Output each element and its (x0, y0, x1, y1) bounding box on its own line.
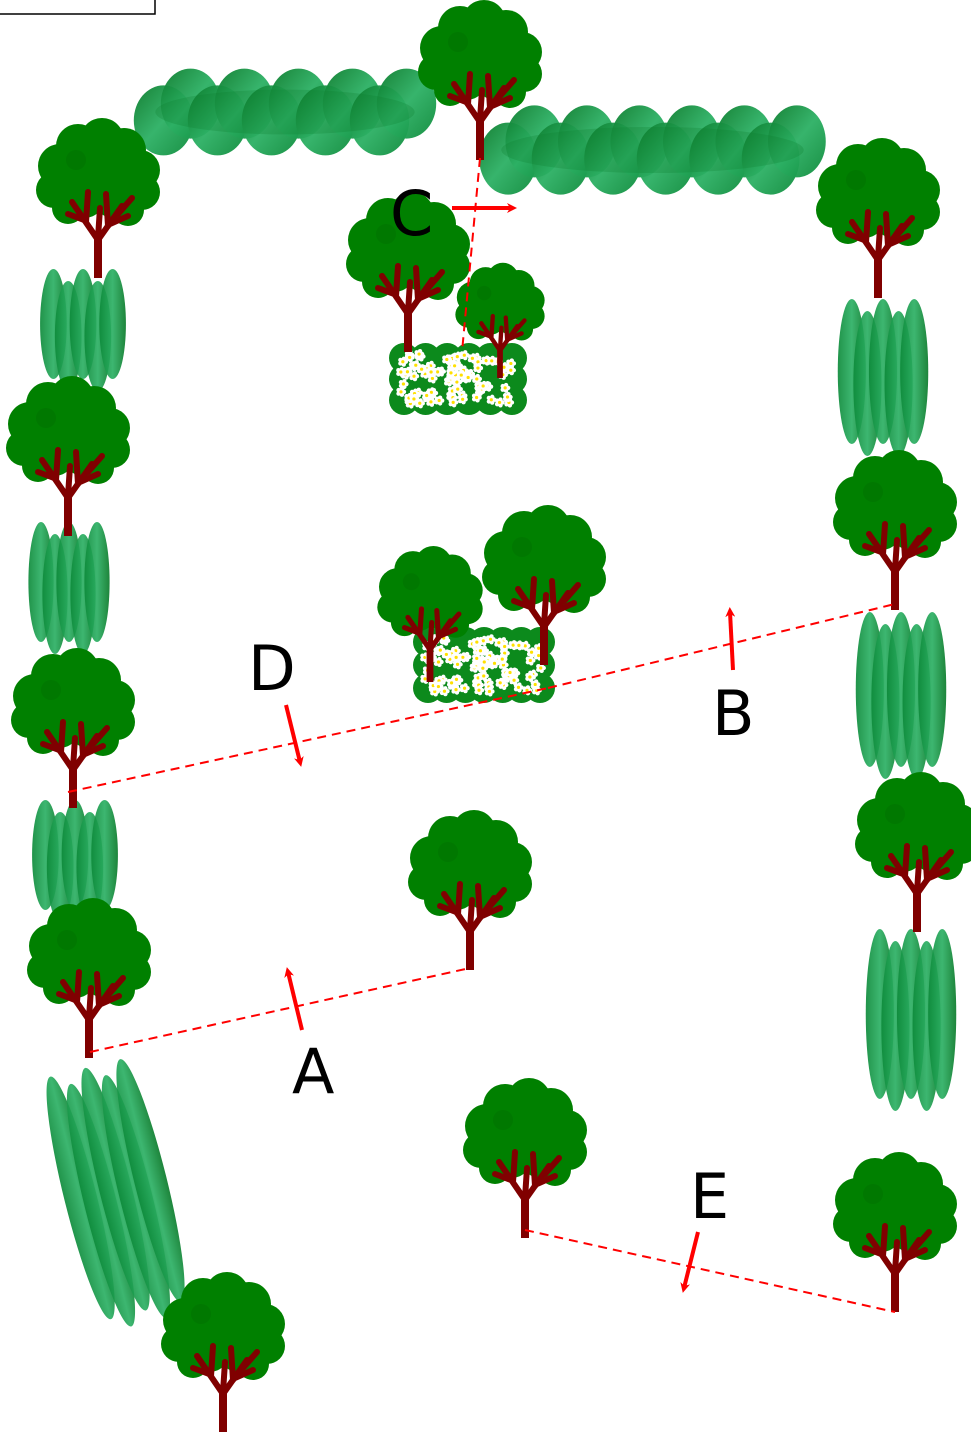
hedge-top-left (133, 68, 437, 156)
arrow-b (725, 607, 736, 671)
hedge-left-2 (28, 522, 110, 654)
arrow-d (284, 704, 304, 767)
tree-bottom-center (463, 1078, 587, 1238)
hedge-left-4 (46, 1059, 185, 1327)
label-b: B (712, 677, 755, 750)
corner-box (0, 0, 156, 15)
label-a: A (292, 1035, 334, 1108)
tree-left-3 (11, 648, 135, 808)
tree-bed-top-left (346, 192, 470, 352)
transect-c (461, 157, 481, 353)
tree-bottom-left (161, 1272, 285, 1432)
label-e: E (690, 1160, 729, 1233)
arrow-a (284, 967, 304, 1031)
tree-right-2 (833, 450, 957, 610)
tree-right-4 (833, 1152, 957, 1312)
tree-layer (6, 0, 971, 1432)
tree-left-2 (6, 376, 130, 536)
hedge-right-3 (865, 929, 957, 1111)
arrow-e (680, 1231, 700, 1293)
tree-left-4 (27, 898, 151, 1058)
hedge-left-1 (40, 269, 126, 391)
hedge-top-right (479, 105, 826, 195)
label-c: C (390, 177, 433, 250)
shrub-layer (28, 68, 957, 1327)
transect-a (89, 967, 471, 1053)
transect-e (524, 1229, 896, 1313)
flower-bed-top (389, 343, 527, 415)
tree-bed-mid-left (377, 546, 483, 682)
tree-right-1 (816, 138, 940, 298)
hedge-right-1 (837, 299, 929, 456)
tree-center-lower (408, 810, 532, 970)
tree-top-center (418, 0, 542, 160)
label-d: D (248, 632, 296, 705)
tree-right-3 (855, 772, 971, 932)
hedge-right-2 (855, 612, 947, 779)
hedge-left-3 (32, 800, 118, 922)
transect-d-left (67, 687, 549, 793)
tree-bed-top-right (455, 262, 545, 378)
transect-d-right (547, 603, 896, 689)
transect-layer (67, 157, 896, 1313)
tree-left-1 (36, 118, 160, 278)
flower-bed-middle (413, 627, 555, 703)
tree-bed-mid-right (482, 505, 606, 665)
